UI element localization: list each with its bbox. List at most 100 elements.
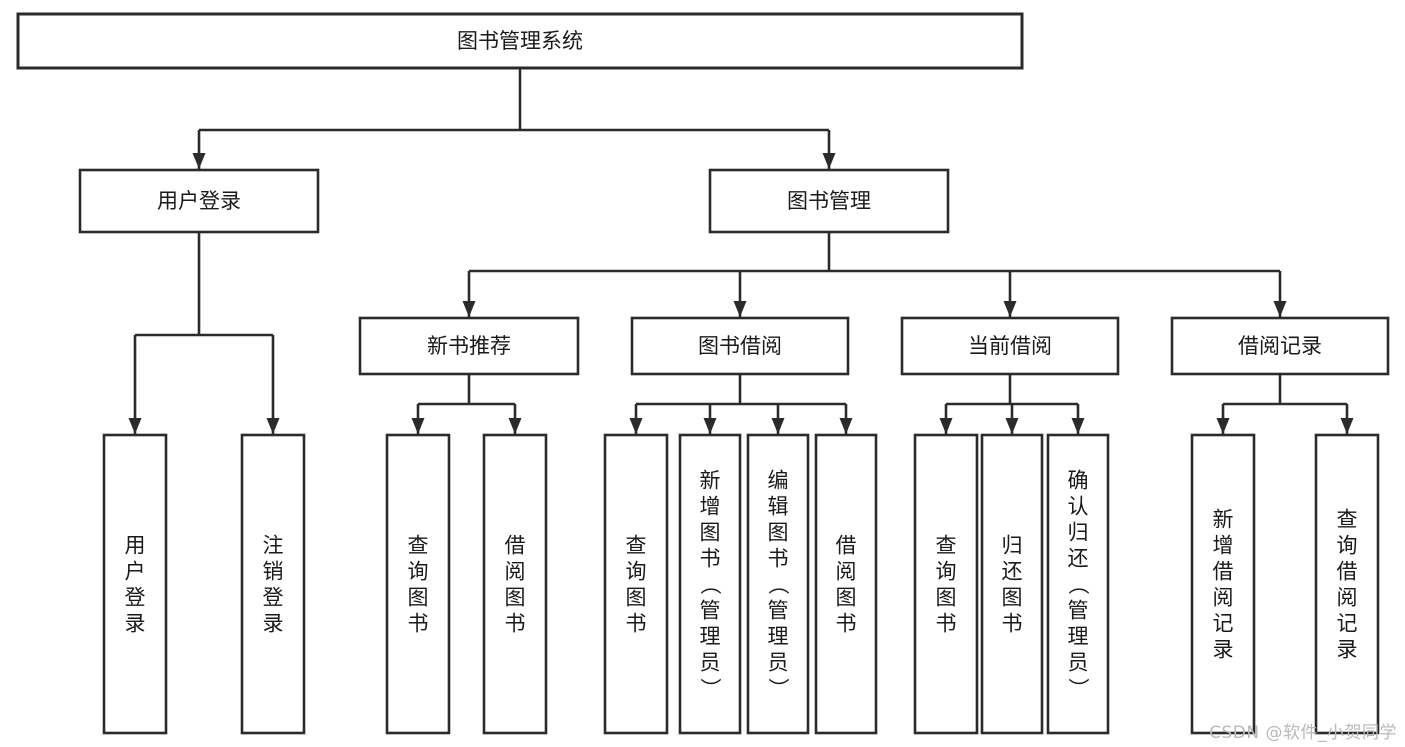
arrow-head-icon (939, 418, 953, 434)
node-label-char: 阅 (505, 559, 526, 583)
arrow-head-icon (1340, 418, 1354, 434)
node-label-char: 书 (1002, 611, 1023, 635)
node-用户登录-leaf-0[interactable]: 用户登录 (102, 433, 168, 735)
node-label-char: 图 (408, 585, 429, 609)
node-label-char: 书 (936, 611, 957, 635)
node-rect (678, 433, 742, 735)
node-label-char: 图 (836, 585, 857, 609)
node-label-char: 记 (1213, 611, 1234, 635)
arrow-head-icon (822, 153, 836, 169)
node-label-char: 销 (263, 559, 284, 583)
node-label-char: 借 (1337, 559, 1358, 583)
node-label: 图书借阅 (698, 334, 782, 358)
node-label-char: 管 (1068, 598, 1089, 622)
node-label-char: 查 (408, 533, 429, 557)
node-label-char: 录 (1213, 637, 1234, 661)
node-rect (102, 433, 168, 735)
node-label-char: 归 (1068, 520, 1089, 544)
node-label-char: 编 (768, 468, 789, 492)
arrow-head-icon (771, 418, 785, 434)
node-label-char: 图 (1002, 585, 1023, 609)
csdn-watermark: CSDN @软件_小贺同学 (1209, 723, 1397, 743)
node-rect (16, 12, 1024, 70)
node-label-char: 新 (700, 468, 721, 492)
node-label-char: 询 (408, 559, 429, 583)
node-label-char: 登 (125, 585, 146, 609)
node-当前借阅-l3[interactable]: 当前借阅 (900, 316, 1120, 376)
node-借阅记录-l3[interactable]: 借阅记录 (1170, 316, 1390, 376)
node-boxes: 图书管理系统用户登录图书管理新书推荐图书借阅当前借阅借阅记录用户登录注销登录查询… (16, 12, 1390, 735)
node-label: 当前借阅 (968, 334, 1052, 358)
node-label-char: 阅 (1213, 585, 1234, 609)
node-rect (78, 168, 320, 234)
node-label-char: ） (766, 678, 790, 699)
node-rect (358, 316, 580, 376)
node-rect (385, 433, 451, 735)
arrow-head-icon (1273, 301, 1287, 317)
node-label-char: 管 (700, 598, 721, 622)
node-label-char: 图 (505, 585, 526, 609)
arrow-head-icon (839, 418, 853, 434)
node-rect (603, 433, 669, 735)
node-label-char: 确 (1068, 468, 1089, 492)
node-label-char: 图 (768, 520, 789, 544)
node-用户登录-l2[interactable]: 用户登录 (78, 168, 320, 234)
connector-lines (128, 68, 1354, 434)
node-rect (746, 433, 810, 735)
node-label-char: 书 (626, 611, 647, 635)
node-label-char: 录 (263, 611, 284, 635)
node-label-char: 询 (626, 559, 647, 583)
node-label-char: 录 (125, 611, 146, 635)
node-label-char: 书 (700, 546, 721, 570)
node-label: 图书管理系统 (457, 29, 583, 53)
arrow-head-icon (192, 153, 206, 169)
node-新书推荐-l3[interactable]: 新书推荐 (358, 316, 580, 376)
node-label-char: 阅 (836, 559, 857, 583)
arrow-head-icon (411, 418, 425, 434)
node-label-char: 还 (1068, 546, 1089, 570)
node-label-char: 注 (263, 533, 284, 557)
arrow-head-icon (462, 301, 476, 317)
node-rect (1046, 433, 1110, 735)
node-rect (900, 316, 1120, 376)
node-图书管理-l2[interactable]: 图书管理 (708, 168, 950, 234)
node-rect (240, 433, 306, 735)
node-label-char: 借 (505, 533, 526, 557)
node-label-char: ） (1066, 678, 1090, 699)
node-label-char: （ (766, 574, 790, 595)
node-图书管理系统-root[interactable]: 图书管理系统 (16, 12, 1024, 70)
node-label-char: 借 (836, 533, 857, 557)
node-label-char: 图 (700, 520, 721, 544)
node-label-char: 询 (1337, 533, 1358, 557)
node-label-char: （ (1066, 574, 1090, 595)
arrow-head-icon (128, 418, 142, 434)
arrow-head-icon (266, 418, 280, 434)
node-label-char: 管 (768, 598, 789, 622)
node-label-char: 增 (700, 494, 721, 518)
node-label: 图书管理 (787, 189, 871, 213)
node-label-char: 登 (263, 585, 284, 609)
node-图书借阅-l3[interactable]: 图书借阅 (630, 316, 850, 376)
node-label: 新书推荐 (427, 334, 511, 358)
node-rect (913, 433, 979, 735)
arrow-head-icon (1003, 301, 1017, 317)
node-label-char: 书 (768, 546, 789, 570)
node-label-char: 增 (1213, 533, 1234, 557)
node-label-char: 辑 (768, 494, 789, 518)
node-label-char: 书 (836, 611, 857, 635)
node-label-char: 归 (1002, 533, 1023, 557)
